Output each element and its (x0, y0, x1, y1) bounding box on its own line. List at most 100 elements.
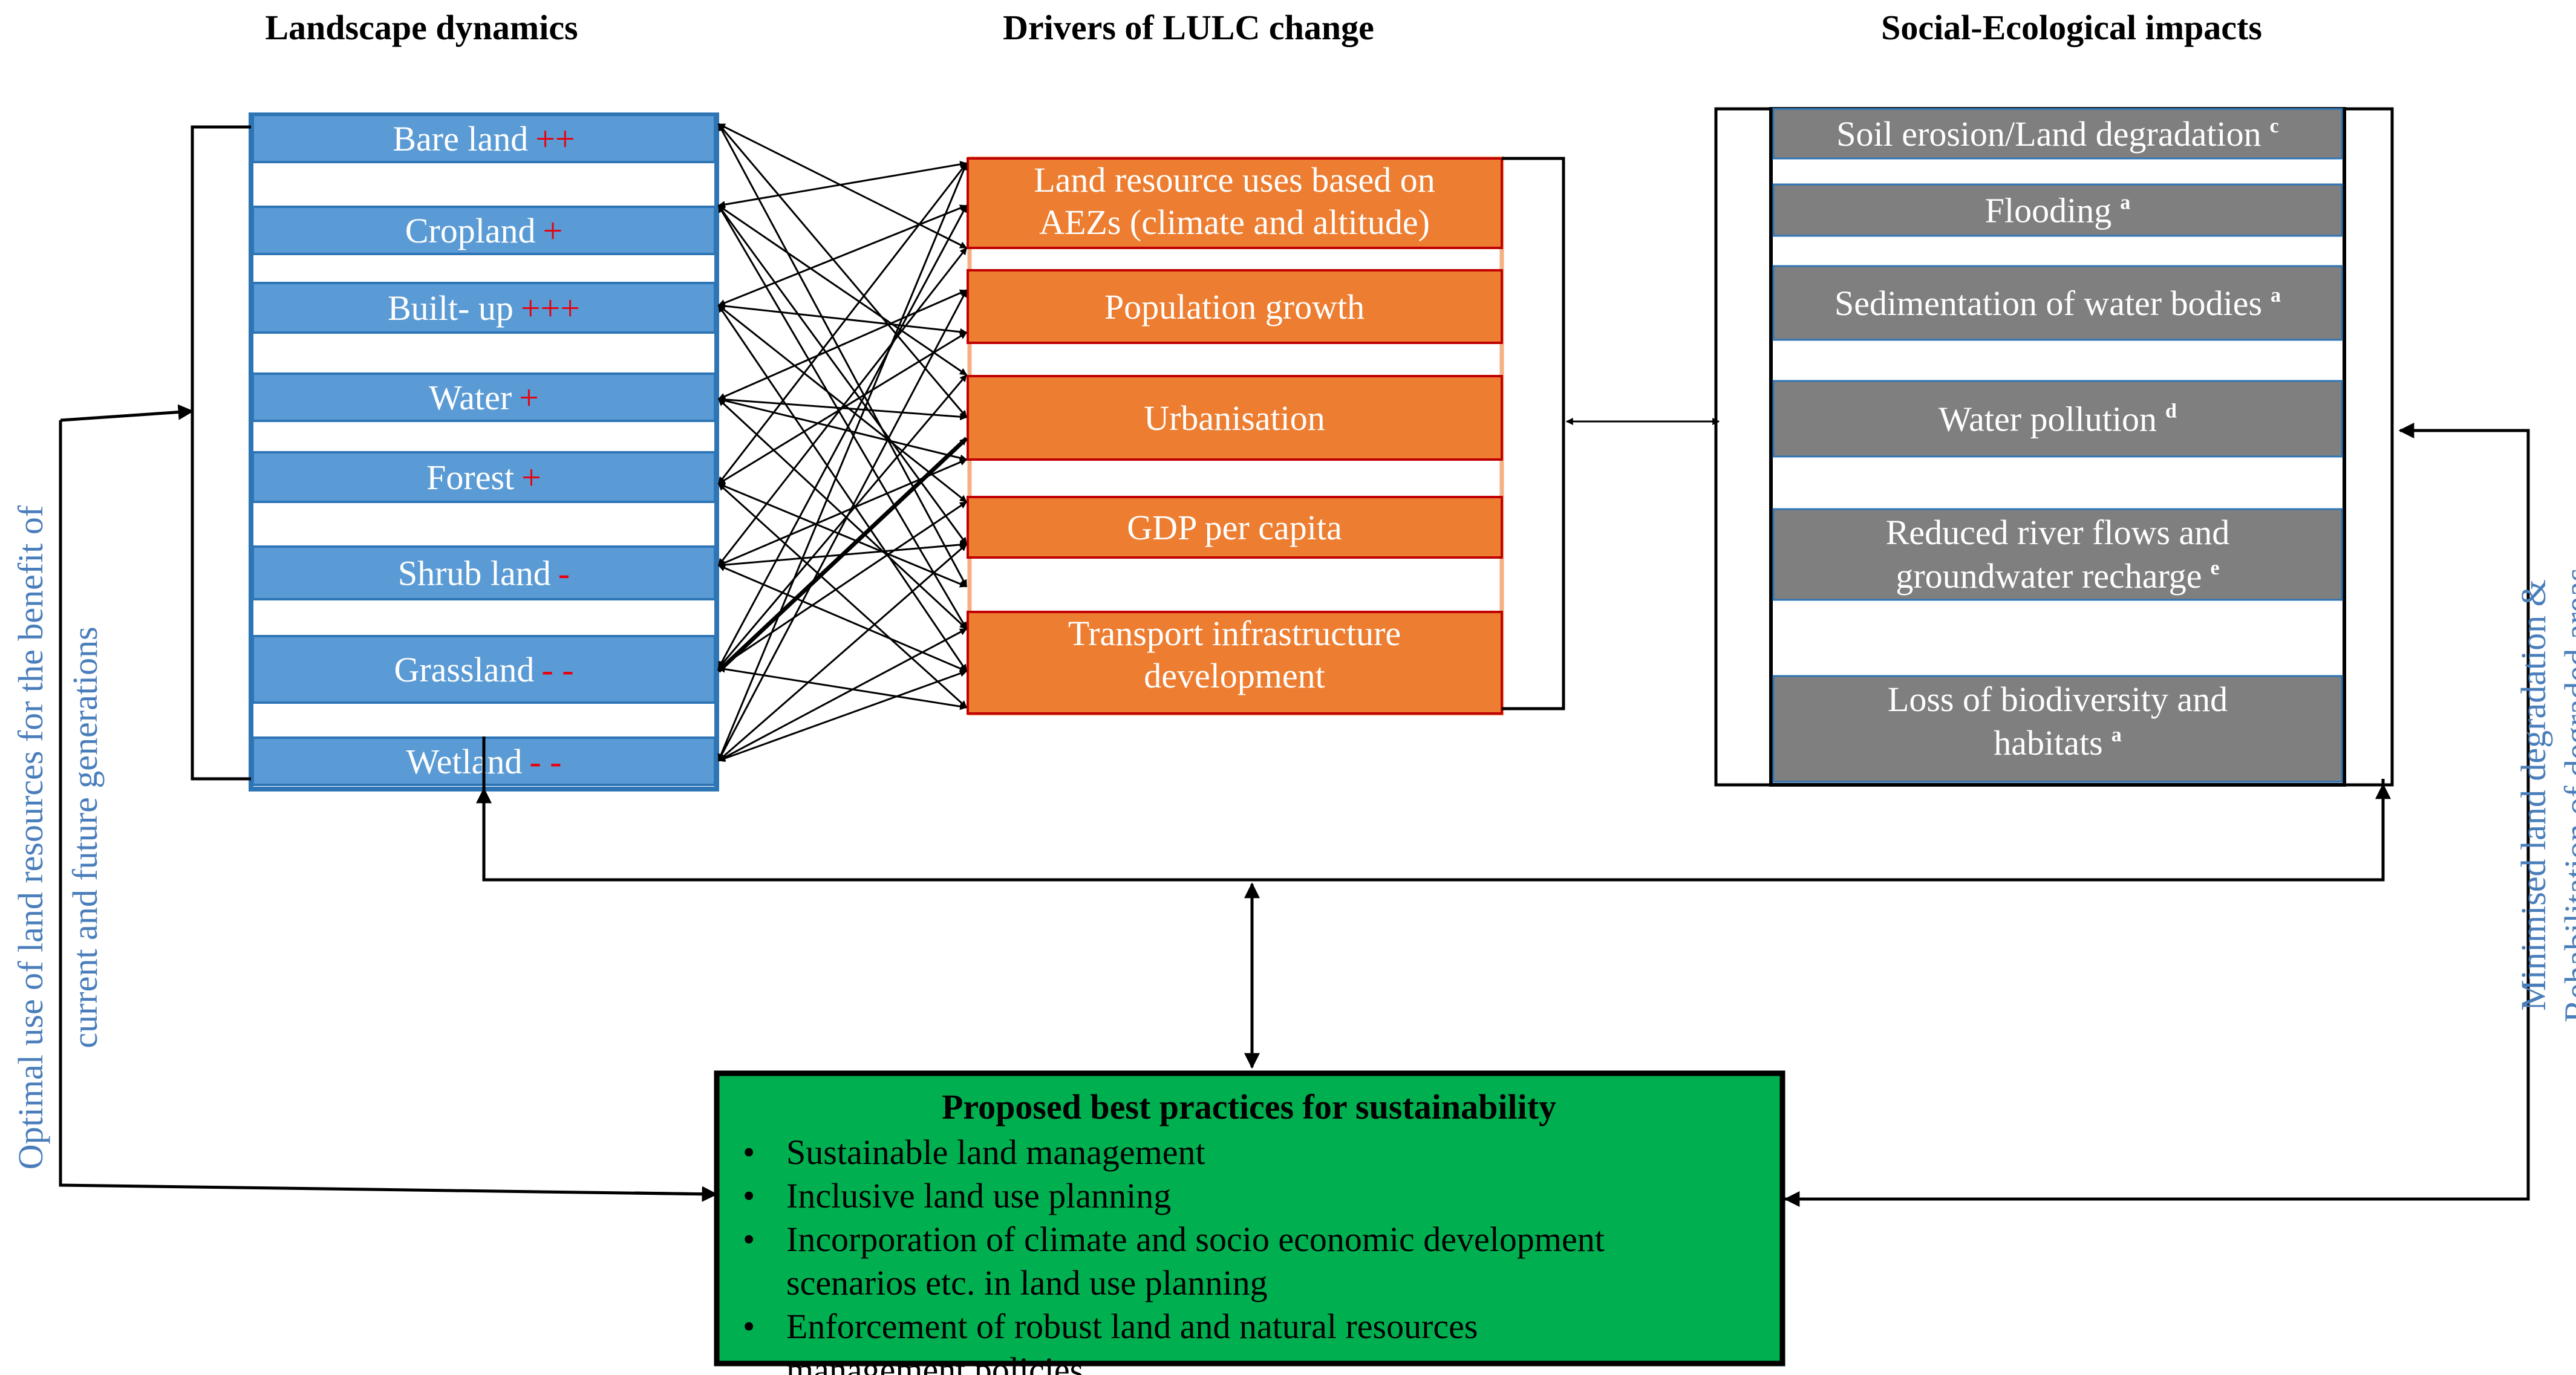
side-label-left-line2: current and future generations (65, 626, 105, 1048)
landscape-label: Cropland+ (405, 211, 563, 250)
landscape-box-bg (252, 545, 716, 600)
landscape-name: Water (429, 378, 512, 417)
side-label-left: Optimal use of land resources for the be… (11, 505, 105, 1169)
left-feedback-arrow-bottom (634, 1186, 718, 1202)
impact-box-bg (1772, 675, 2343, 783)
landscape-label: Water+ (429, 378, 539, 417)
practice-text-line1: Enforcement of robust land and natural r… (786, 1307, 1478, 1346)
change-sign: - - (529, 742, 561, 781)
driver-label-line1: Land resource uses based on (1034, 160, 1435, 200)
change-sign: + (543, 211, 563, 250)
landscape-box-bg (252, 372, 716, 422)
impact-label: Water pollution d (1939, 400, 2177, 439)
impact-box-bg (1772, 108, 2343, 160)
practices-box-bg (714, 1070, 1785, 1367)
landscape-box-5: Shrub land- (252, 545, 716, 600)
landscape-name: Grassland (394, 650, 534, 689)
link-arrow (717, 564, 968, 672)
link-arrow (717, 123, 968, 249)
left-feedback-arrow-top (60, 404, 194, 422)
practice-item-2: • Incorporation of climate and socio econ… (743, 1220, 1605, 1302)
side-label-right-line1: Minimised land degradation & (2514, 579, 2553, 1011)
bullet-marker: • (743, 1176, 755, 1215)
practice-text-line1: Sustainable land management (786, 1133, 1205, 1172)
link-arrow-bold (717, 437, 968, 673)
landscape-name: Cropland (405, 211, 536, 250)
impact-superscript: c (2270, 115, 2279, 137)
impact-label-line1: Reduced river flows and (1886, 513, 2230, 552)
impact-box-bg (1772, 508, 2343, 601)
impact-superscript: a (2120, 192, 2130, 214)
header-drivers: Drivers of LULC change (1003, 8, 1374, 47)
landscape-label: Built- up+++ (388, 288, 580, 328)
impact-text: Flooding (1985, 191, 2112, 230)
landscape-box-bg (252, 114, 716, 163)
practice-text-line1: Incorporation of climate and socio econo… (786, 1220, 1605, 1259)
impact-text: Water pollution (1939, 400, 2157, 439)
impact-box-bg (1772, 265, 2343, 341)
landscape-column: Bare land++Cropland+Built- up+++Water+Fo… (249, 112, 719, 792)
impact-superscript: d (2165, 400, 2177, 423)
side-label-right-line2: Rehabilitation of degraded areas (2557, 568, 2576, 1022)
impact-text: Soil erosion/Land degradation (1836, 114, 2261, 154)
landscape-label: Shrub land- (398, 554, 570, 593)
impact-label: Flooding a (1985, 191, 2131, 230)
left-feedback-line (59, 420, 716, 1196)
bullet-marker: • (743, 1307, 755, 1346)
driver-box-3: GDP per capita (967, 496, 1503, 559)
driver-box-bg (967, 157, 1503, 249)
landscape-driver-links (717, 123, 968, 762)
drivers-bracket (1502, 157, 1565, 710)
landscape-box-1: Cropland+ (252, 206, 716, 255)
practice-text-line2: scenarios etc. in land use planning (786, 1263, 1268, 1302)
practice-item-0: •Sustainable land management (743, 1133, 1205, 1172)
change-sign: - (558, 554, 570, 593)
landscape-box-bg (252, 451, 716, 503)
landscape-box-3: Water+ (252, 372, 716, 422)
impact-label-line1: Loss of biodiversity and (1888, 680, 2228, 719)
landscape-name: Built- up (388, 288, 514, 328)
practice-item-3: • Enforcement of robust land and natural … (743, 1307, 1478, 1375)
impact-superscript: e (2211, 557, 2220, 579)
side-label-left-line1: Optimal use of land resources for the be… (11, 505, 50, 1169)
landscape-label: Wetland- - (406, 742, 562, 781)
landscape-box-2: Built- up+++ (252, 282, 716, 334)
driver-box-bg (967, 611, 1503, 715)
driver-label: Urbanisation (1144, 398, 1325, 438)
impact-box-0: Soil erosion/Land degradation c (1772, 108, 2343, 160)
impacts-bracket-left (1714, 107, 1771, 787)
landscape-label: Forest+ (426, 458, 541, 497)
landscape-box-bg (252, 282, 716, 334)
landscape-name: Wetland (406, 742, 523, 781)
link-arrow (717, 302, 968, 336)
impact-box-bg (1772, 183, 2343, 237)
bullet-marker: • (743, 1220, 755, 1259)
link-arrow (717, 628, 968, 762)
change-sign: + (519, 378, 539, 417)
driver-label-line1: Transport infrastructure (1068, 614, 1401, 653)
change-sign: + (521, 458, 541, 497)
practices-title: Proposed best practices for sustainabili… (942, 1087, 1556, 1126)
header-landscape-dynamics: Landscape dynamics (265, 8, 578, 47)
impact-text: habitats (1994, 723, 2102, 762)
driver-box-bg (967, 375, 1503, 461)
practices-box: Proposed best practices for sustainabili… (714, 1070, 1785, 1375)
driver-box-1: Population growth (967, 269, 1503, 344)
landscape-box-bg (252, 206, 716, 255)
impact-superscript: a (2271, 284, 2281, 307)
landscape-name: Forest (426, 458, 514, 497)
driver-label-line2: development (1144, 656, 1325, 695)
driver-label: Population growth (1104, 287, 1365, 327)
landscape-label: Bare land++ (393, 119, 575, 158)
impact-box-1: Flooding a (1772, 183, 2343, 237)
landscape-name: Bare land (393, 119, 528, 158)
practice-item-1: •Inclusive land use planning (743, 1176, 1171, 1215)
header-impacts: Social-Ecological impacts (1881, 8, 2262, 47)
